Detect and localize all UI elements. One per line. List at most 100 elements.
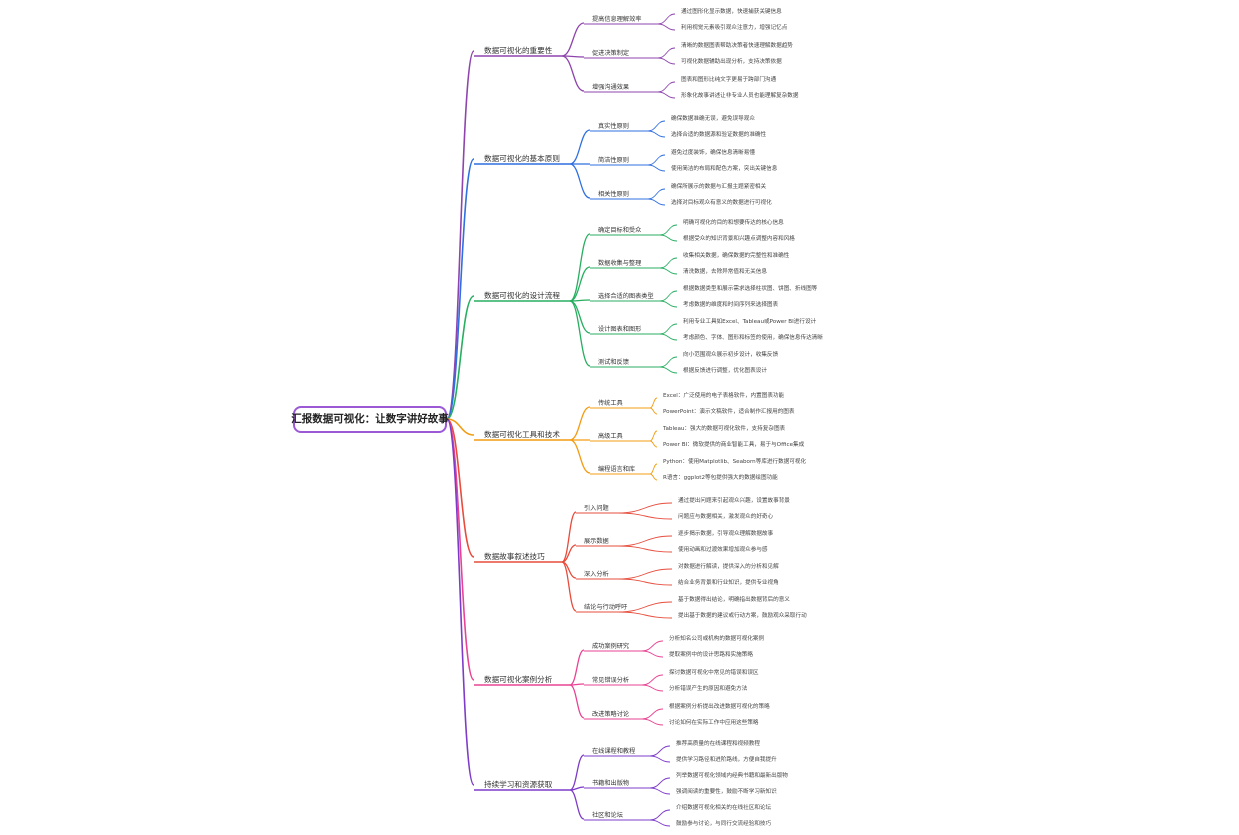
detail-connector bbox=[641, 718, 664, 726]
detail-node[interactable]: PowerPoint：演示文稿软件，适合制作汇报用的图表 bbox=[663, 409, 795, 415]
branch-node[interactable]: 数据故事叙述技巧 bbox=[484, 552, 545, 561]
branch-node[interactable]: 数据可视化的重要性 bbox=[484, 46, 553, 55]
detail-node[interactable]: 清晰的数据图表帮助决策者快速理解数据趋势 bbox=[681, 43, 793, 49]
subtopic-node[interactable]: 深入分析 bbox=[584, 571, 609, 578]
branch-connector bbox=[446, 158, 475, 420]
subtopic-node[interactable]: 增强沟通效果 bbox=[592, 84, 630, 91]
branch-node[interactable]: 持续学习和资源获取 bbox=[484, 780, 553, 789]
branch-node[interactable]: 数据可视化的基本原则 bbox=[484, 154, 560, 163]
detail-node[interactable]: 避免过度装饰，确保信息清晰易懂 bbox=[671, 150, 755, 156]
detail-node[interactable]: 使用动画和过渡效果增加观众参与感 bbox=[678, 547, 768, 553]
subtopic-connector bbox=[569, 684, 585, 719]
detail-node[interactable]: 逐步揭示数据，引导观众理解数据故事 bbox=[678, 531, 774, 537]
detail-node[interactable]: 分析知名公司或机构的数据可视化案例 bbox=[669, 636, 765, 642]
subtopic-node[interactable]: 书籍和出版物 bbox=[592, 780, 630, 787]
subtopic-node[interactable]: 引入问题 bbox=[584, 505, 609, 512]
detail-node[interactable]: 介绍数据可视化相关的在线社区和论坛 bbox=[676, 805, 772, 811]
subtopic-node[interactable]: 简洁性原则 bbox=[598, 157, 629, 164]
branch-node[interactable]: 数据可视化工具和技术 bbox=[484, 430, 560, 439]
branch-node[interactable]: 数据可视化案例分析 bbox=[484, 675, 553, 684]
detail-connector bbox=[649, 745, 671, 757]
subtopic-node[interactable]: 确定目标和受众 bbox=[598, 227, 642, 234]
subtopic-node[interactable]: 结论与行动呼吁 bbox=[584, 604, 628, 611]
detail-node[interactable]: 讨论如何在实际工作中应用这些策略 bbox=[669, 720, 759, 726]
detail-node[interactable]: 考虑数据的维度和时间序列来选择图表 bbox=[683, 302, 779, 308]
detail-node[interactable]: 根据数据类型和展示需求选择柱状图、饼图、折线图等 bbox=[683, 286, 818, 292]
detail-node[interactable]: 考虑颜色、字体、图形和标签的使用，确保信息传达清晰 bbox=[683, 335, 823, 341]
detail-node[interactable]: 强调阅读的重要性，鼓励不断学习新知识 bbox=[676, 789, 777, 795]
detail-connector bbox=[649, 463, 658, 475]
detail-node[interactable]: 确保所展示的数据与汇报主题紧密相关 bbox=[671, 184, 767, 190]
detail-node[interactable]: 使用简洁的布局和配色方案，突出关键信息 bbox=[671, 166, 778, 172]
detail-connector bbox=[641, 684, 664, 692]
subtopic-node[interactable]: 成功案例研究 bbox=[592, 643, 630, 650]
subtopic-node[interactable]: 常见错误分析 bbox=[592, 677, 630, 684]
detail-connector bbox=[649, 407, 658, 415]
subtopic-node[interactable]: 高级工具 bbox=[598, 433, 623, 440]
detail-node[interactable]: 提供学习路径和进阶路线，方便自我提升 bbox=[676, 757, 777, 763]
subtopic-node[interactable]: 真实性原则 bbox=[598, 123, 629, 130]
subtopic-connector bbox=[569, 754, 585, 791]
detail-node[interactable]: 通过提出问题来引起观众兴趣，设置故事背景 bbox=[678, 498, 790, 504]
detail-node[interactable]: 通过图形化显示数据，快速捕获关键信息 bbox=[681, 9, 782, 15]
detail-node[interactable]: 分析错误产生的原因和避免方法 bbox=[669, 686, 748, 692]
subtopic-connector bbox=[569, 786, 585, 791]
detail-connector bbox=[617, 578, 673, 586]
detail-node[interactable]: 列举数据可视化领域内经典书籍和最新出版物 bbox=[676, 773, 788, 779]
subtopic-node[interactable]: 改进策略讨论 bbox=[592, 711, 630, 718]
root-node[interactable]: 汇报数据可视化：让数字讲好故事 bbox=[291, 406, 449, 433]
detail-node[interactable]: 利用视觉元素吸引观众注意力，增强记忆点 bbox=[681, 25, 788, 31]
detail-connector bbox=[657, 57, 676, 65]
detail-node[interactable]: 选择合适的数据源和验证数据的准确性 bbox=[671, 132, 767, 138]
subtopic-node[interactable]: 传统工具 bbox=[598, 400, 623, 407]
detail-connector bbox=[657, 81, 676, 93]
detail-node[interactable]: 提出基于数据的建议或行动方案，鼓励观众采取行动 bbox=[678, 613, 807, 619]
detail-node[interactable]: 清洗数据，去除异常值和无关信息 bbox=[683, 269, 767, 275]
detail-node[interactable]: 结合业务背景和行业知识，提供专业视角 bbox=[678, 580, 779, 586]
detail-connector bbox=[659, 366, 678, 374]
detail-node[interactable]: Python：使用Matplotlib、Seaborn等库进行数据可视化 bbox=[663, 459, 807, 465]
detail-node[interactable]: 基于数据得出结论，明确指出数据背后的意义 bbox=[678, 597, 790, 603]
detail-node[interactable]: 探讨数据可视化中常见的错误和误区 bbox=[669, 670, 759, 676]
subtopic-node[interactable]: 测试和反馈 bbox=[598, 359, 629, 366]
detail-node[interactable]: 推荐高质量的在线课程和视频教程 bbox=[676, 741, 760, 747]
subtopic-node[interactable]: 设计图表和图形 bbox=[598, 326, 642, 333]
branch-node[interactable]: 数据可视化的设计流程 bbox=[484, 291, 560, 300]
subtopic-node[interactable]: 数据收集与整理 bbox=[598, 260, 642, 267]
detail-connector bbox=[659, 333, 678, 341]
detail-node[interactable]: 形象化故事讲述让非专业人员也能理解复杂数据 bbox=[681, 93, 799, 99]
detail-node[interactable]: 利用专业工具如Excel、Tableau或Power BI进行设计 bbox=[683, 319, 817, 325]
detail-node[interactable]: 根据案例分析提出改进数据可视化的策略 bbox=[669, 704, 770, 710]
detail-node[interactable]: 根据受众的知识背景和兴趣点调整内容和风格 bbox=[683, 236, 795, 242]
branch-connector bbox=[446, 50, 475, 420]
detail-connector bbox=[641, 640, 664, 652]
detail-node[interactable]: 确保数据准确无误，避免误导观众 bbox=[671, 116, 755, 122]
detail-node[interactable]: 鼓励参与讨论，与同行交流经验和技巧 bbox=[676, 821, 772, 827]
detail-node[interactable]: 选择对目标观众有意义的数据进行可视化 bbox=[671, 200, 772, 206]
subtopic-node[interactable]: 展示数据 bbox=[584, 538, 609, 545]
subtopic-node[interactable]: 在线课程和教程 bbox=[592, 748, 636, 755]
detail-node[interactable]: 图表和图形比纯文字更易于跨部门沟通 bbox=[681, 77, 777, 83]
detail-node[interactable]: R语言：ggplot2等包提供强大的数据绘图功能 bbox=[663, 475, 778, 481]
detail-node[interactable]: 根据反馈进行调整，优化图表设计 bbox=[683, 368, 767, 374]
detail-node[interactable]: 提取案例中的设计思路和实施策略 bbox=[669, 652, 753, 658]
detail-node[interactable]: 对数据进行解读，提供深入的分析和见解 bbox=[678, 564, 779, 570]
subtopic-connector bbox=[569, 439, 591, 474]
detail-node[interactable]: 收集相关数据，确保数据的完整性和准确性 bbox=[683, 253, 790, 259]
subtopic-node[interactable]: 社区和论坛 bbox=[592, 812, 623, 819]
subtopic-node[interactable]: 编程语言和库 bbox=[598, 466, 636, 473]
detail-node[interactable]: Tableau：强大的数据可视化软件，支持复杂图表 bbox=[663, 426, 786, 432]
subtopic-node[interactable]: 促进决策制定 bbox=[592, 50, 630, 57]
detail-node[interactable]: Power BI：微软提供的商业智能工具，易于与Office集成 bbox=[663, 442, 805, 448]
detail-connector bbox=[657, 47, 676, 59]
detail-node[interactable]: 问题应与数据相关，激发观众的好奇心 bbox=[678, 514, 774, 520]
detail-node[interactable]: 向小范围观众展示初步设计，收集反馈 bbox=[683, 352, 779, 358]
detail-node[interactable]: 可视化数据辅助出现分析，支持决策依据 bbox=[681, 59, 782, 65]
detail-node[interactable]: Excel：广泛使用的电子表格软件，内置图表功能 bbox=[663, 393, 785, 399]
subtopic-connector bbox=[569, 163, 591, 199]
subtopic-node[interactable]: 提高信息理解效率 bbox=[592, 16, 642, 23]
subtopic-node[interactable]: 相关性原则 bbox=[598, 191, 629, 198]
detail-connector bbox=[641, 708, 664, 720]
detail-node[interactable]: 明确可视化的目的和想要传达的核心信息 bbox=[683, 220, 784, 226]
subtopic-node[interactable]: 选择合适的图表类型 bbox=[598, 293, 654, 300]
